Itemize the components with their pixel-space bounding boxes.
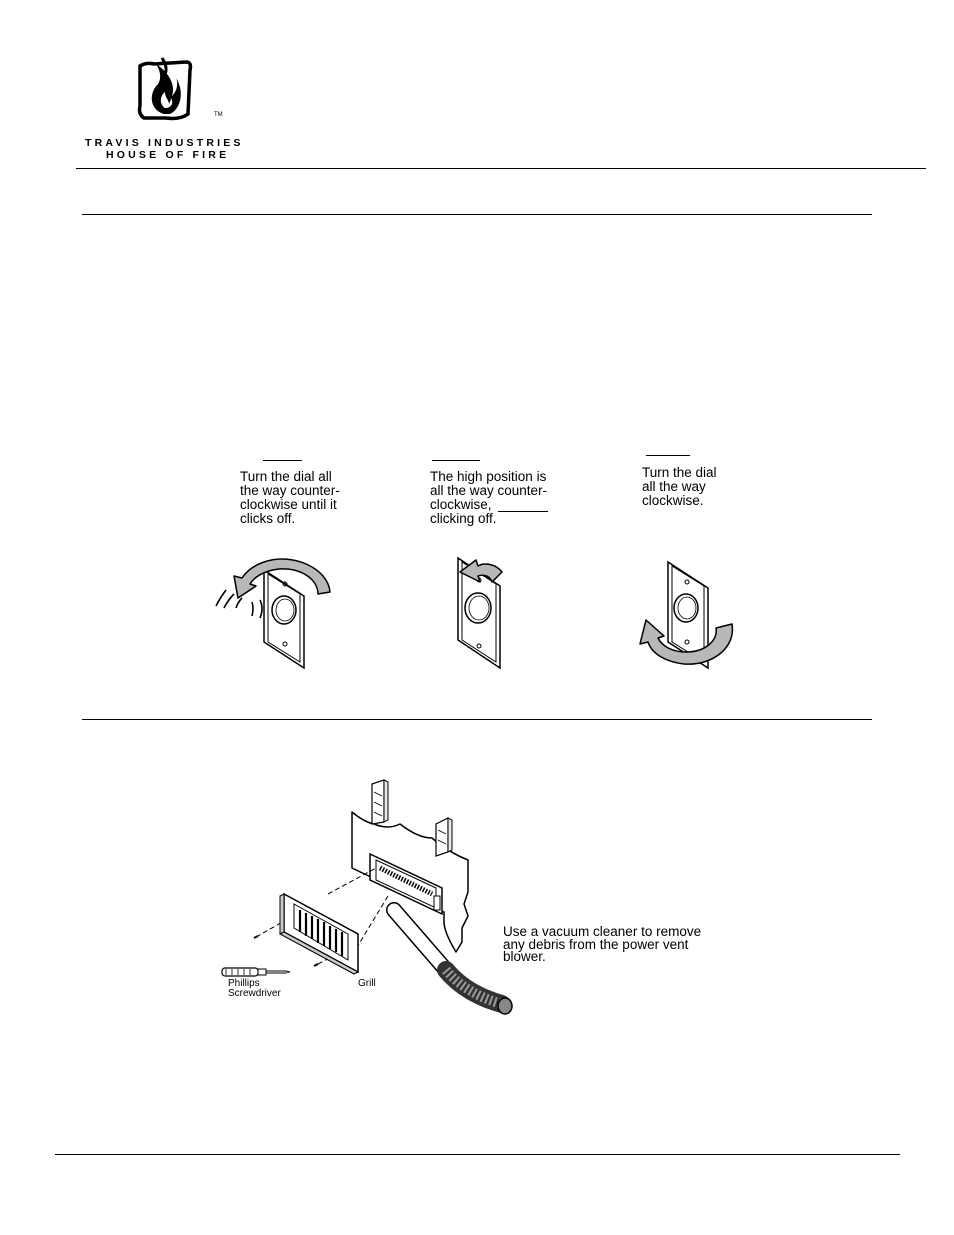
caption-off: Turn the dial all the way counter- clock… xyxy=(240,469,340,526)
wall-switch-icon xyxy=(263,568,305,670)
grill-icon xyxy=(278,892,360,975)
screwdriver-icon xyxy=(221,967,291,977)
heading-underline-off xyxy=(263,460,302,461)
caption-low: Turn the dial all the way clockwise. xyxy=(642,465,717,508)
switch-low-illustration xyxy=(639,560,734,670)
clockwise-arrow-icon xyxy=(639,619,734,665)
click-sound-icon xyxy=(215,589,263,619)
logo-line-2: HOUSE OF FIRE xyxy=(106,149,230,161)
heading-underline-low xyxy=(646,455,690,456)
vacuum-instruction: Use a vacuum cleaner to remove any debri… xyxy=(503,924,702,964)
section-rule-1 xyxy=(82,214,872,215)
grill-label: Grill xyxy=(358,978,376,989)
logo-line-1: TRAVIS INDUSTRIES xyxy=(85,137,244,149)
blank-underline-high xyxy=(498,511,548,512)
caption-high: The high position is all the way counter… xyxy=(430,469,548,526)
switch-off-illustration xyxy=(215,558,331,670)
trademark-mark: TM xyxy=(214,112,223,118)
vacuum-hose-icon xyxy=(386,902,513,1015)
heading-underline-high xyxy=(432,460,480,461)
counterclockwise-arrow-icon xyxy=(459,559,503,583)
screwdriver-label: Phillips Screwdriver xyxy=(228,978,281,999)
wall-switch-icon xyxy=(457,556,501,670)
counterclockwise-arrow-icon xyxy=(233,558,331,599)
switch-high-illustration xyxy=(457,556,503,670)
flame-logo-icon xyxy=(137,57,193,121)
blower-cleaning-illustration xyxy=(221,779,513,1015)
section-rule-2 xyxy=(82,719,872,720)
footer-rule xyxy=(55,1154,900,1155)
header-rule xyxy=(76,168,926,169)
